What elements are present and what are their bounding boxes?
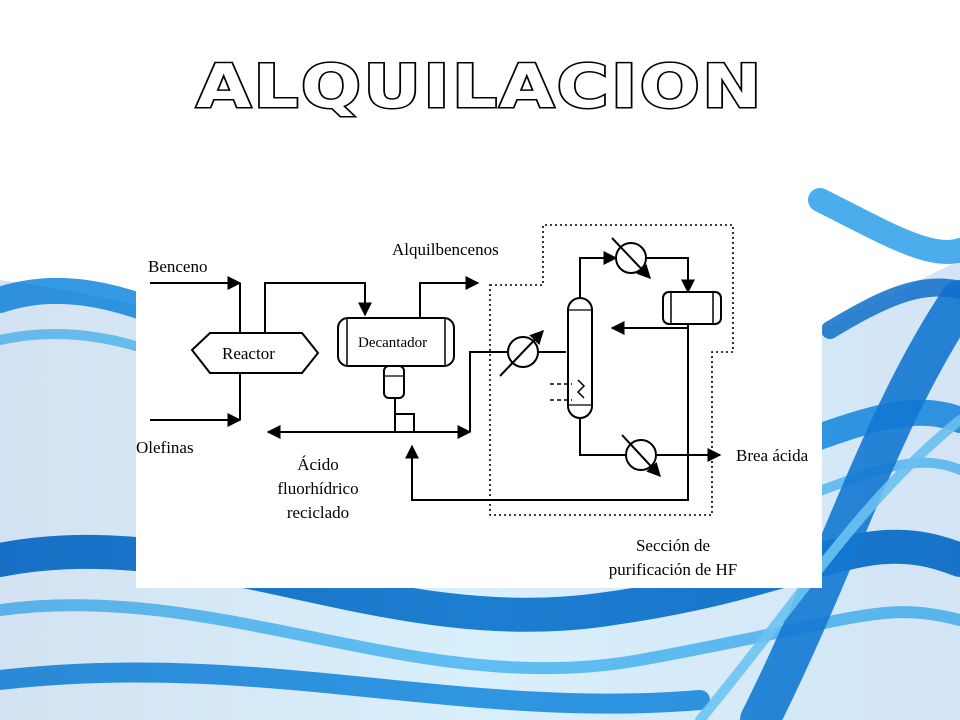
reflux-drum (662, 291, 722, 325)
recycled-hf-label-2: fluorhídrico (277, 479, 358, 498)
hf-section-label-2: purificación de HF (609, 560, 737, 579)
alkylbenzenes-stream (419, 276, 480, 318)
alkylbenzenes-label: Alquilbencenos (392, 240, 499, 259)
recycled-hf-label-3: reciclado (287, 503, 349, 522)
benzene-label: Benceno (148, 257, 207, 276)
acid-tar-label: Brea ácida (736, 446, 809, 465)
reactor-to-decanter-stream (264, 282, 372, 373)
preheater-exchanger (499, 329, 544, 377)
reactor-label: Reactor (222, 344, 275, 363)
bottoms-cooler-exchanger (621, 434, 661, 478)
hf-section-label-1: Sección de (636, 536, 710, 555)
condenser-exchanger (611, 237, 651, 280)
decanter-label: Decantador (358, 335, 427, 351)
reactor-vessel (190, 332, 320, 374)
slide-title: ALQUILACION (194, 51, 764, 124)
recycled-hf-label-1: Ácido (297, 455, 339, 474)
hf-section-boundary (489, 224, 734, 516)
olefins-label: Olefinas (136, 438, 194, 457)
distillation-column (567, 297, 593, 419)
